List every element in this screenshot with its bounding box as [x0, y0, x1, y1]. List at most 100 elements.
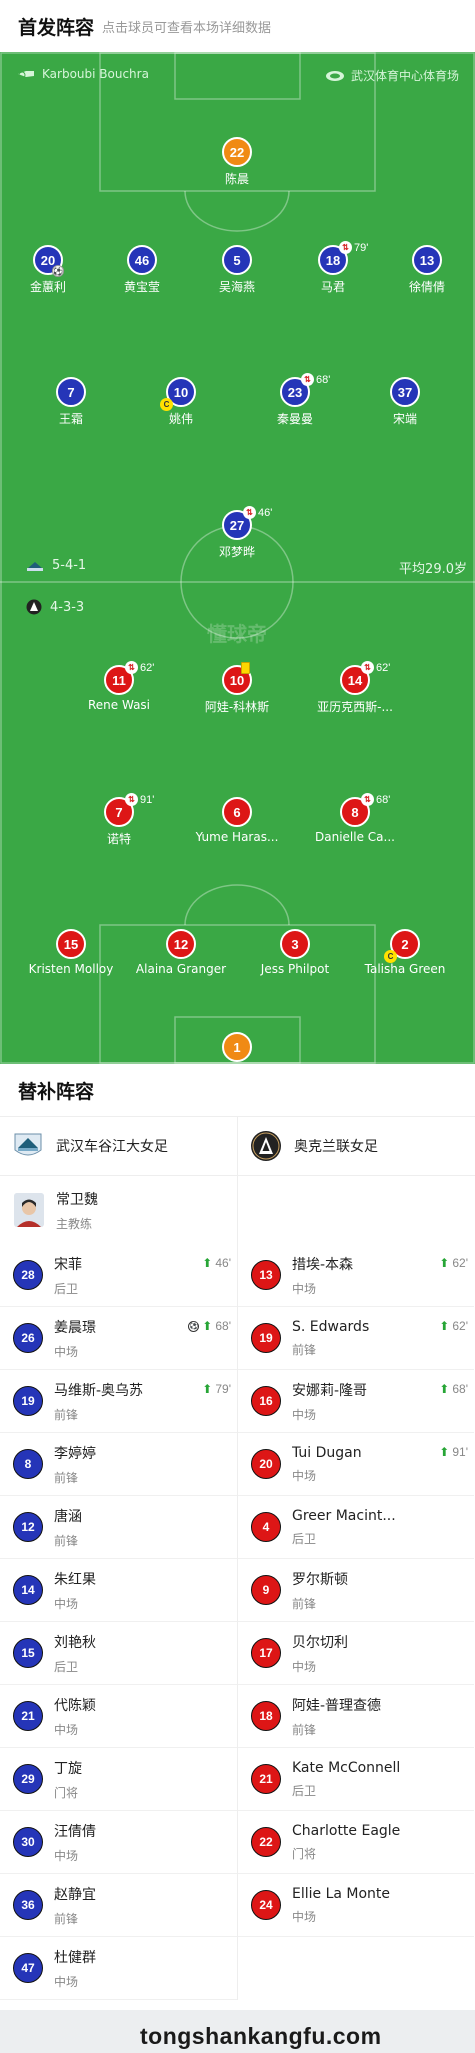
sub-name: 汪倩倩 — [54, 1823, 96, 1840]
away-team[interactable]: 奥克兰联女足 — [237, 1117, 474, 1175]
home-avg-age-text: 平均29.0岁 — [399, 562, 467, 577]
sub-name: 贝尔切利 — [292, 1634, 348, 1651]
referee-name: Karboubi Bouchra — [42, 67, 149, 81]
venue-name: 武汉体育中心体育场 — [350, 69, 459, 83]
away-team-name: 奥克兰联女足 — [294, 1139, 378, 1155]
player-name: 黄宝莹 — [123, 280, 160, 294]
sub-name: 赵静宜 — [54, 1886, 96, 1903]
sub-position: 前锋 — [292, 1596, 317, 1611]
sub-in-icon: ⬆ — [439, 1445, 450, 1459]
pitch-markings — [0, 52, 475, 1064]
referee-info: Karboubi Bouchra — [16, 67, 149, 81]
venue-info: 武汉体育中心体育场 — [325, 67, 459, 84]
substitution-icon: ⇅ — [339, 241, 352, 254]
substitution-icon: ⇅ — [361, 793, 374, 806]
home-team-name: 武汉车谷江大女足 — [56, 1139, 168, 1155]
sub-number: 8 — [13, 1449, 43, 1479]
sub-position: 中场 — [54, 1722, 79, 1737]
player-name: 宋端 — [392, 412, 417, 426]
sub-minute: 68' — [452, 1382, 468, 1396]
player-number: 2 — [390, 929, 420, 959]
home-formation-text: 5-4-1 — [52, 558, 87, 573]
sub-name: 宋菲 — [54, 1256, 82, 1273]
player-name: Kristen Molloy — [28, 962, 114, 976]
home-team-logo — [12, 1130, 44, 1162]
coach-avatar — [14, 1193, 44, 1227]
sub-number: 19 — [13, 1386, 43, 1416]
substitution-icon: ⇅ — [125, 793, 138, 806]
away-formation: 4-3-3 — [26, 599, 84, 615]
player-name: 秦曼曼 — [276, 412, 313, 426]
sub-in-icon: ⬆ — [202, 1319, 213, 1333]
player-name: 亚历克西斯-... — [317, 700, 393, 714]
player-number: 15 — [56, 929, 86, 959]
sub-name: 阿娃-普理查德 — [292, 1697, 382, 1714]
sub-number: 29 — [13, 1764, 43, 1794]
player-number: 8 — [340, 797, 370, 827]
home-team[interactable]: 武汉车谷江大女足 — [0, 1117, 237, 1175]
goal-icon: ⚽ — [188, 1320, 200, 1332]
pitch-player-1-away[interactable]: 1Hannah Mitc... — [182, 1032, 292, 1064]
sub-position: 中场 — [292, 1407, 317, 1422]
sub-number: 24 — [251, 1890, 281, 1920]
sub-minute: 46' — [215, 1256, 231, 1270]
sub-name: 唐涵 — [54, 1508, 82, 1525]
sub-name: Kate McConnell — [292, 1759, 401, 1776]
sub-position: 中场 — [292, 1909, 317, 1924]
sub-number: 47 — [13, 1953, 43, 1983]
captain-icon: C — [160, 398, 173, 411]
sub-name: 朱红果 — [54, 1571, 96, 1588]
sub-name: 措埃-本森 — [292, 1256, 354, 1273]
home-coach[interactable]: 常卫魏 主教练 — [0, 1176, 237, 1244]
home-formation: 5-4-1 — [26, 558, 86, 573]
subs-header: 替补阵容 — [0, 1064, 475, 1116]
